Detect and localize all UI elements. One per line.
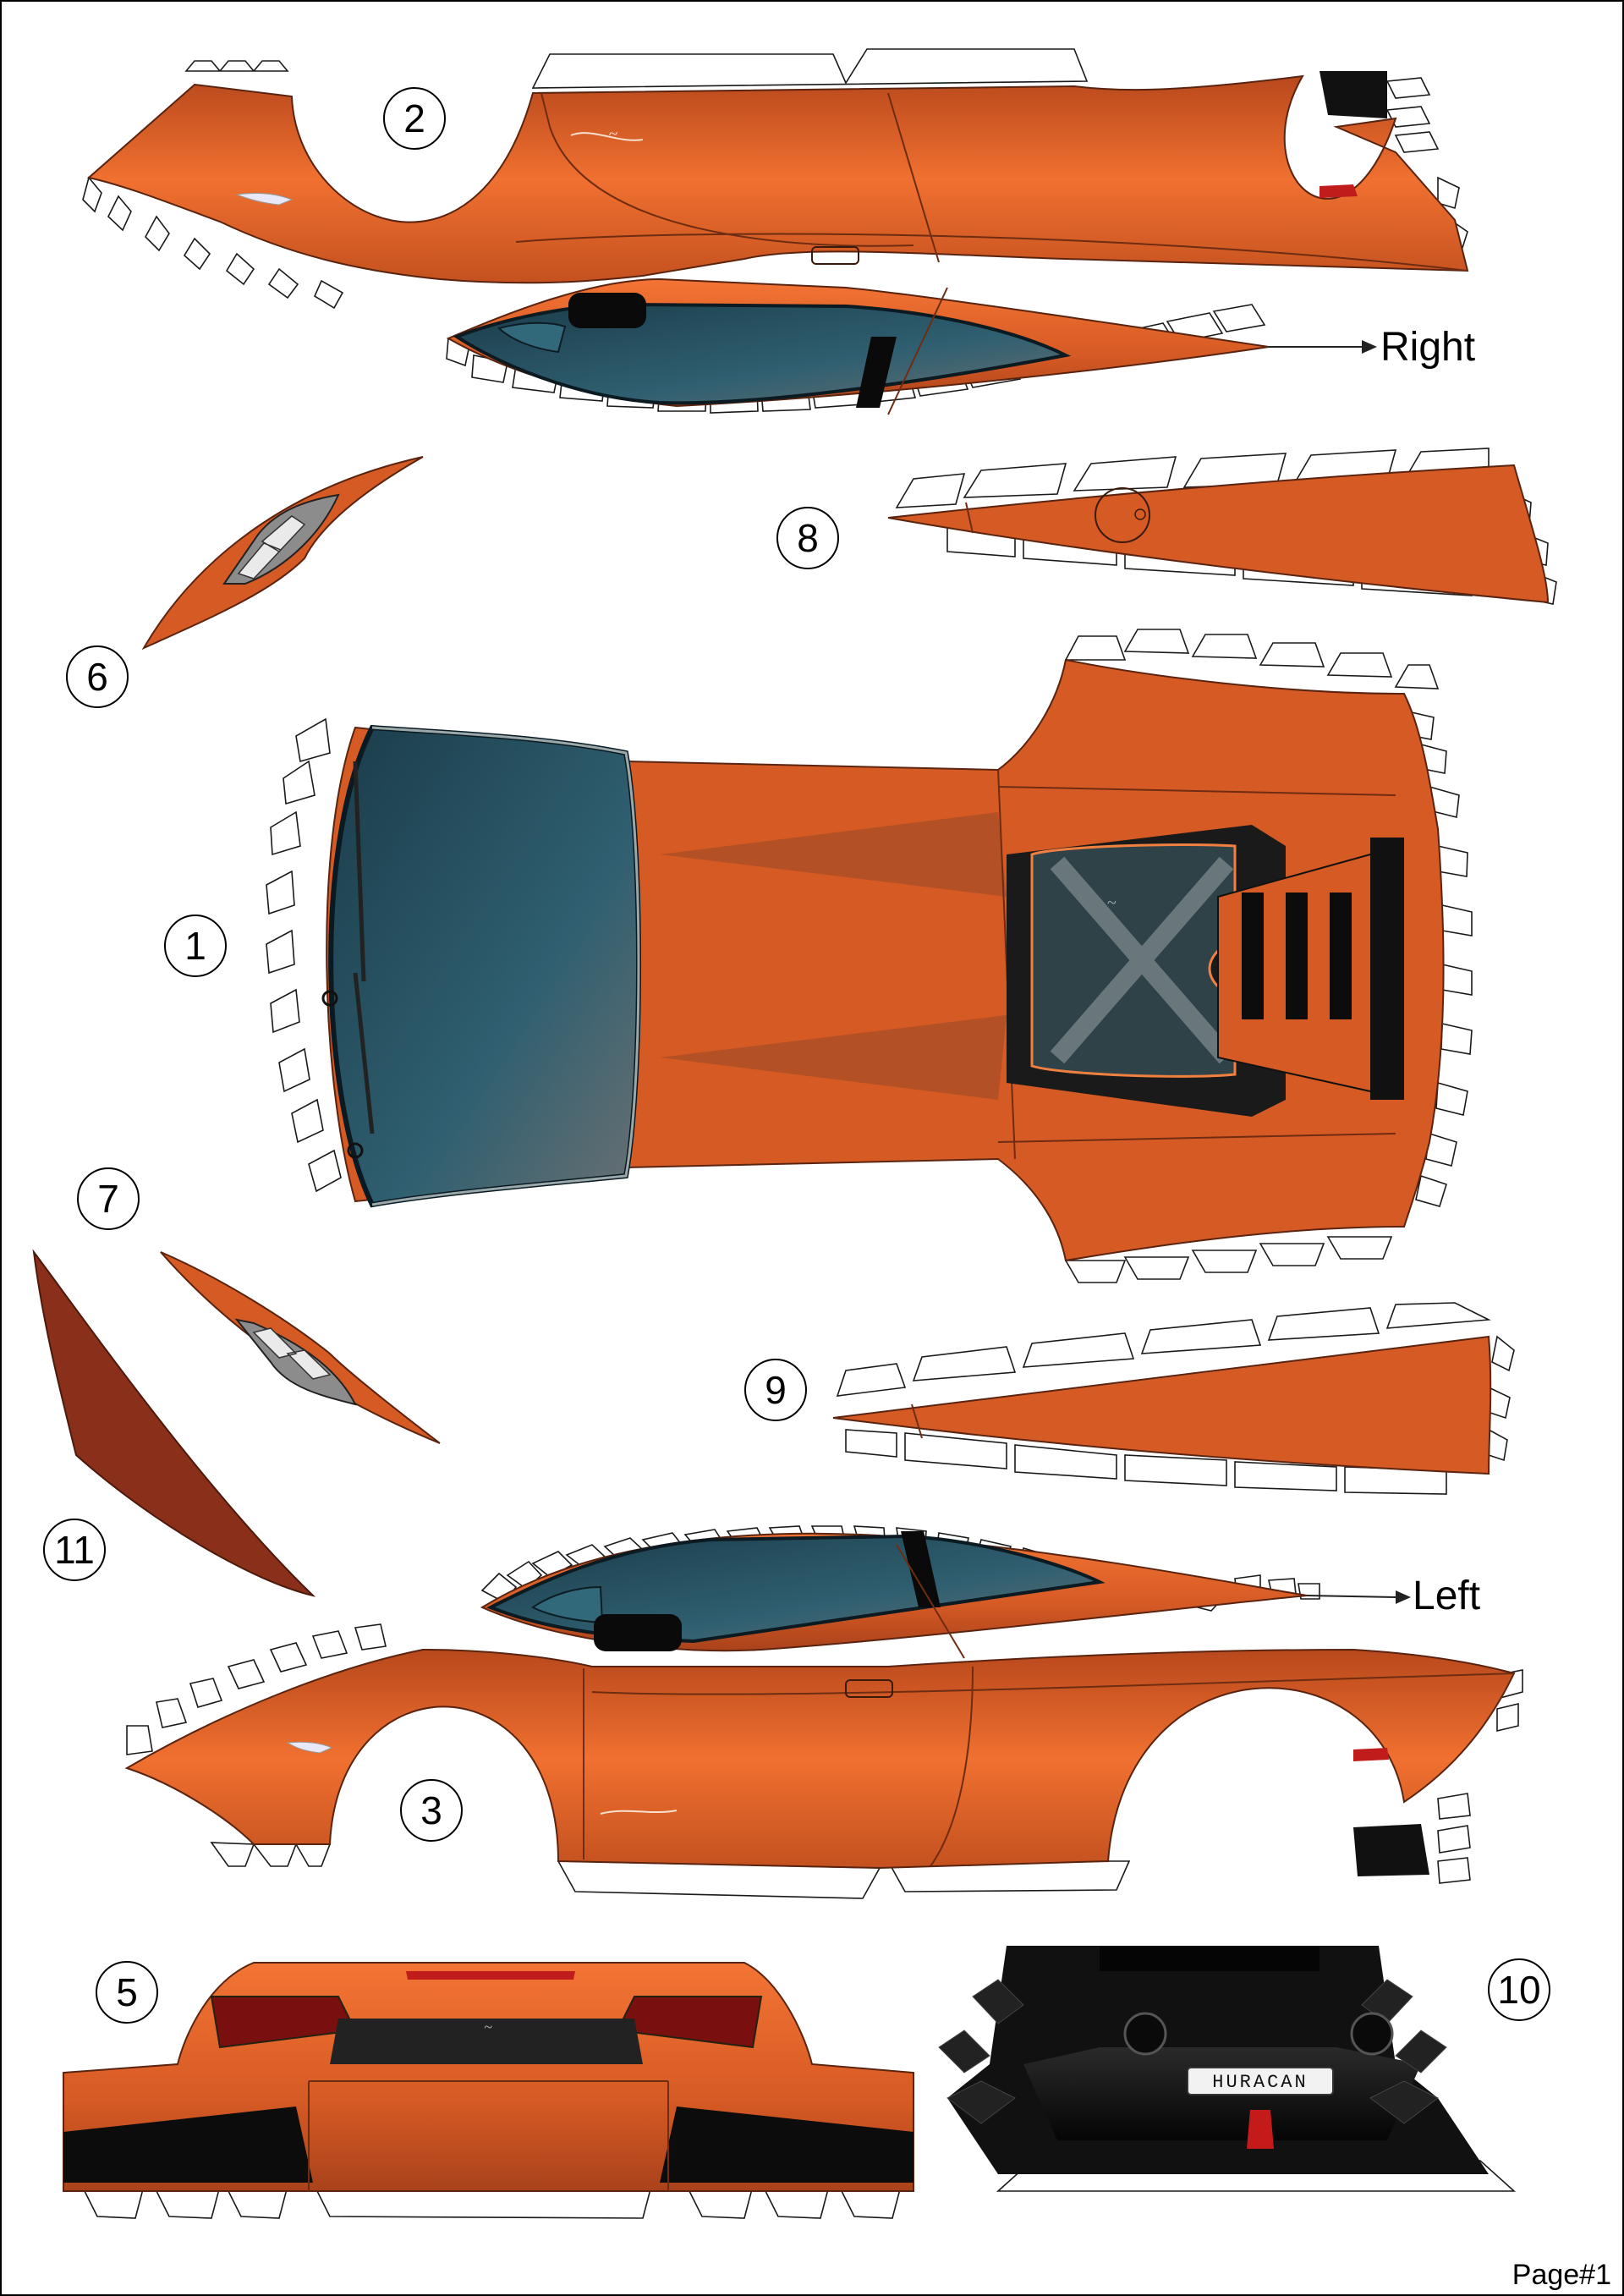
part-5-number: 5 [116,1970,138,2014]
direction-label-right: Right [1380,325,1475,370]
part-9-number-circle [744,1359,807,1421]
part-10-number-circle [1488,1958,1550,2021]
part-6-number-circle [66,645,129,708]
part-6-number: 6 [86,655,108,699]
part-8-number: 8 [797,516,819,560]
part-number-labels: 2 8 6 1 7 9 11 3 5 10 [43,87,1550,2024]
part-9-number: 9 [765,1368,787,1412]
page-label: Page#1 [1512,2259,1611,2291]
part-8-number-circle [776,507,839,569]
part-10-number: 10 [1497,1968,1540,2012]
part-7-number-circle [77,1167,140,1230]
part-1-number: 1 [184,924,206,968]
part-3-left-side: Left [124,1525,1523,1899]
part-3-number-circle [400,1779,463,1842]
part-3-number: 3 [420,1788,442,1832]
part-8-right-sill [887,448,1557,605]
part-11-nose-panel [32,1249,316,1597]
rear-badge-text: HURACAN [1212,2072,1308,2093]
part-2-number: 2 [403,96,425,140]
part-5-rear-bumper: ~ [63,1962,914,2219]
part-7-left-headlight [160,1251,441,1444]
svg-text:~: ~ [608,124,619,144]
part-2-number-circle [383,87,446,150]
part-10-rear-diffuser: HURACAN [938,1946,1517,2192]
svg-text:~: ~ [484,2019,492,2035]
part-7-number: 7 [97,1177,119,1221]
part-2-window-strip: Right [446,277,1475,415]
svg-text:~: ~ [1107,893,1116,911]
part-11-number-circle [43,1519,106,1581]
part-5-number-circle [96,1961,158,2024]
part-2-right-side: ~ [82,48,1469,310]
part-9-left-sill [832,1302,1515,1495]
part-6-right-headlight [141,456,424,651]
part-1-roof: ~ [266,629,1473,1283]
direction-label-left: Left [1413,1574,1480,1618]
part-1-number-circle [164,915,227,977]
part-11-number: 11 [54,1528,95,1572]
